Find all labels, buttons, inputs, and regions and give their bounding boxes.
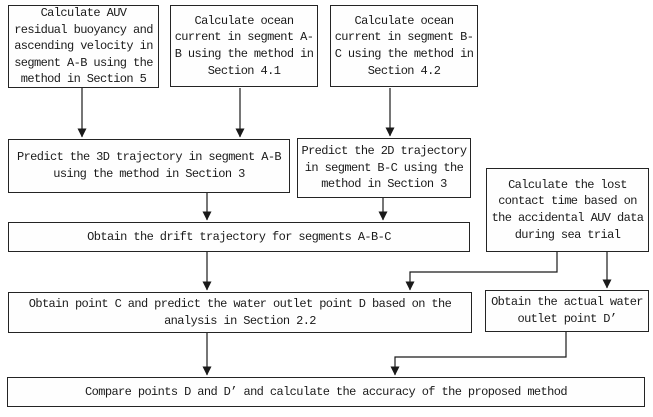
box-predict-3d: Predict the 3D trajectory in segment A-B… [8,139,290,193]
arrow-actuald-to-compare [390,332,567,376]
box-actual-outlet-d: Obtain the actual water outlet point D’ [485,290,649,332]
box-predict-2d: Predict the 2D trajectory in segment B-C… [297,138,471,198]
box-drift-trajectory: Obtain the drift trajectory for segments… [8,222,470,252]
box-calc-auv-buoyancy: Calculate AUV residual buoyancy and asce… [8,5,159,88]
box-compare-accuracy: Compare points D and D’ and calculate th… [7,377,645,407]
box-calc-current-bc: Calculate ocean current in segment B-C u… [330,5,478,87]
box-point-c-outlet-d: Obtain point C and predict the water out… [8,292,472,333]
arrow-lostcontact-to-pointc [405,252,558,291]
box-calc-lost-contact: Calculate the lost contact time based on… [486,168,649,252]
box-calc-current-ab: Calculate ocean current in segment A-B u… [170,5,318,87]
